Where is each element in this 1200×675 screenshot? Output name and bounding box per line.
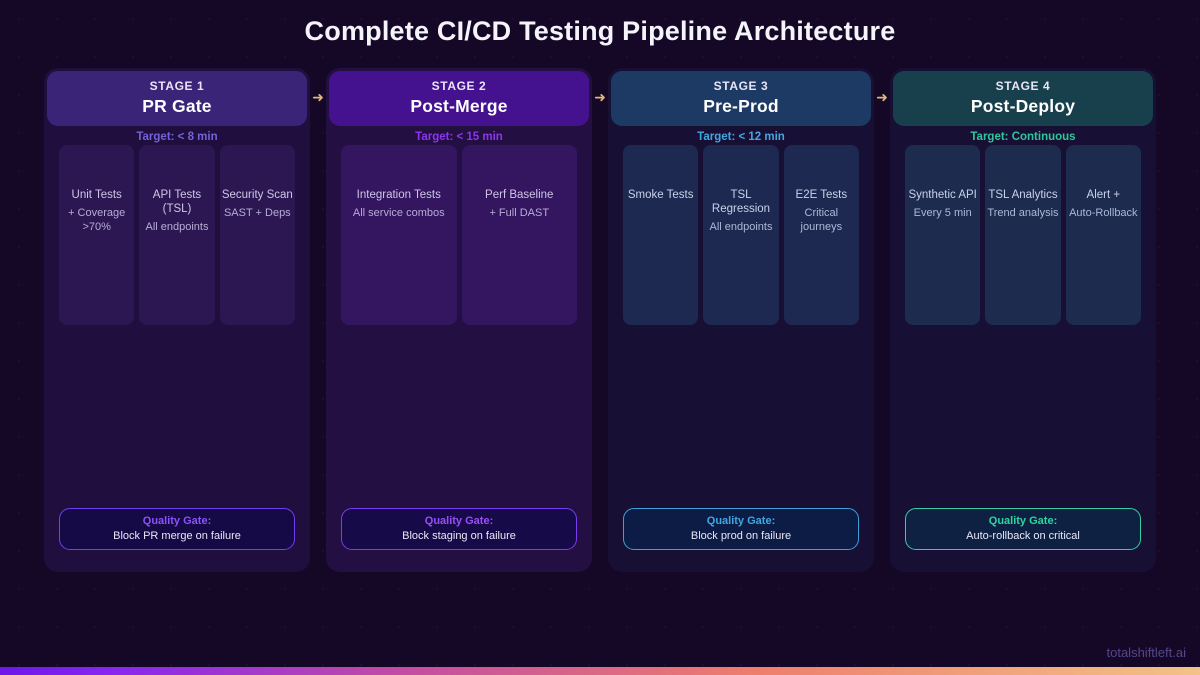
stage-cards: Smoke Tests TSL Regression All endpoints…	[623, 145, 859, 325]
test-card: Smoke Tests	[623, 145, 699, 325]
watermark: totalshiftleft.ai	[1106, 645, 1187, 660]
test-card-title: API Tests (TSL)	[152, 189, 202, 215]
test-card: E2E Tests Critical journeys	[783, 145, 859, 325]
quality-gate-label: Quality Gate:	[424, 515, 494, 527]
quality-gate: Quality Gate: Block staging on failure	[341, 508, 577, 550]
stage-target: Target: Continuous	[970, 131, 1076, 143]
test-card: Synthetic API Every 5 min	[905, 145, 981, 325]
stage-name: Post-Merge	[410, 96, 508, 116]
stage-target: Target: < 12 min	[697, 131, 785, 143]
stage-label: STAGE 2	[431, 79, 487, 93]
quality-gate-text: Block PR merge on failure	[113, 530, 241, 542]
stage-label: STAGE 4	[995, 79, 1051, 93]
test-card-title: Alert +	[1086, 189, 1121, 201]
test-card-title: Perf Baseline	[485, 189, 554, 201]
stage-cards: Synthetic API Every 5 min TSL Analytics …	[905, 145, 1141, 325]
stage-column: ➜ STAGE 2 Post-Merge Target: < 15 min In…	[312, 68, 592, 572]
test-card: API Tests (TSL) All endpoints	[139, 145, 215, 325]
test-card: Integration Tests All service combos	[341, 145, 457, 325]
quality-gate-label: Quality Gate:	[142, 515, 212, 527]
test-card-title: TSL Analytics	[988, 189, 1058, 201]
quality-gate-label: Quality Gate:	[988, 515, 1058, 527]
test-card-title: E2E Tests	[795, 189, 848, 201]
quality-gate-text: Block prod on failure	[690, 530, 792, 542]
stage-label: STAGE 1	[149, 79, 205, 93]
test-card-title: Integration Tests	[356, 189, 441, 201]
test-card-subtitle: + Full DAST	[489, 207, 550, 219]
test-card-subtitle: + Coverage >70%	[68, 207, 126, 233]
test-card-title: Smoke Tests	[627, 189, 694, 201]
arrow-right-icon: ➜	[876, 89, 888, 105]
test-card-subtitle: All service combos	[352, 207, 445, 219]
test-card-subtitle	[623, 206, 698, 220]
test-card-subtitle: All endpoints	[145, 221, 209, 233]
test-card-title: Security Scan	[221, 189, 293, 201]
quality-gate-label: Quality Gate:	[706, 515, 776, 527]
pipeline: STAGE 1 PR Gate Target: < 8 min Unit Tes…	[44, 68, 1156, 572]
stage-column: STAGE 1 PR Gate Target: < 8 min Unit Tes…	[44, 68, 310, 572]
quality-gate-text: Auto-rollback on critical	[966, 530, 1080, 542]
stage-column: ➜ STAGE 3 Pre-Prod Target: < 12 min Smok…	[594, 68, 874, 572]
test-card: Unit Tests + Coverage >70%	[59, 145, 135, 325]
test-card: TSL Analytics Trend analysis	[985, 145, 1061, 325]
stage-header: STAGE 2 Post-Merge	[329, 71, 589, 126]
stage-header: STAGE 1 PR Gate	[47, 71, 307, 126]
page-title: Complete CI/CD Testing Pipeline Architec…	[304, 16, 896, 46]
stage-cards: Integration Tests All service combos Per…	[341, 145, 577, 325]
stage-target: Target: < 8 min	[136, 131, 218, 143]
test-card: Perf Baseline + Full DAST	[461, 145, 577, 325]
test-card: Alert + Auto-Rollback	[1065, 145, 1141, 325]
quality-gate: Quality Gate: Auto-rollback on critical	[905, 508, 1141, 550]
stage-column: ➜ STAGE 4 Post-Deploy Target: Continuous…	[876, 68, 1156, 572]
bottom-gradient-bar	[0, 667, 1200, 675]
stage-header: STAGE 4 Post-Deploy	[893, 71, 1153, 126]
test-card-subtitle: All endpoints	[709, 221, 773, 233]
stage-name: Pre-Prod	[703, 96, 779, 116]
stage-label: STAGE 3	[713, 79, 769, 93]
test-card-title: Unit Tests	[71, 189, 122, 201]
test-card-title: Synthetic API	[908, 189, 977, 201]
quality-gate: Quality Gate: Block prod on failure	[623, 508, 859, 550]
quality-gate: Quality Gate: Block PR merge on failure	[59, 508, 295, 550]
stage-name: Post-Deploy	[970, 96, 1076, 116]
stage-target: Target: < 15 min	[415, 131, 503, 143]
test-card-title: TSL Regression	[711, 189, 771, 215]
test-card: TSL Regression All endpoints	[703, 145, 779, 325]
test-card-subtitle: Every 5 min	[913, 207, 972, 219]
test-card: Security Scan SAST + Deps	[219, 145, 295, 325]
stage-name: PR Gate	[142, 96, 212, 116]
test-card-subtitle: Auto-Rollback	[1069, 207, 1138, 219]
test-card-subtitle: SAST + Deps	[223, 207, 291, 219]
test-card-subtitle: Critical journeys	[800, 207, 843, 233]
arrow-right-icon: ➜	[312, 89, 324, 105]
stage-header: STAGE 3 Pre-Prod	[611, 71, 871, 126]
quality-gate-text: Block staging on failure	[402, 530, 516, 542]
arrow-right-icon: ➜	[594, 89, 606, 105]
test-card-subtitle: Trend analysis	[987, 207, 1059, 219]
stage-cards: Unit Tests + Coverage >70% API Tests (TS…	[59, 145, 295, 325]
